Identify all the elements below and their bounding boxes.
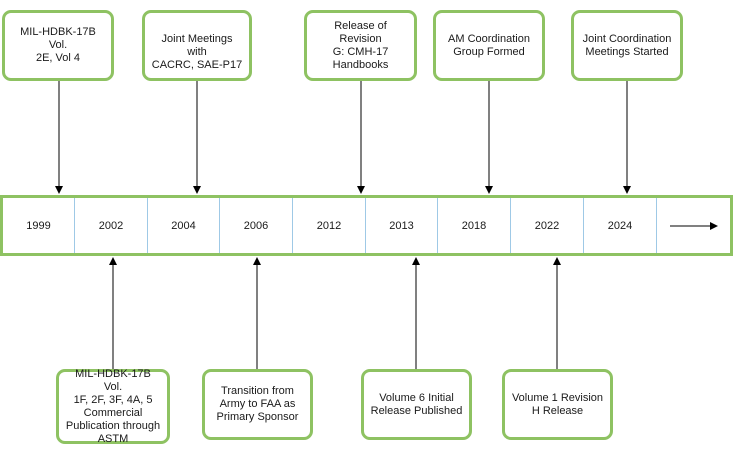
timeline-year-2012: 2012 bbox=[293, 198, 366, 253]
timeline-year-2024: 2024 bbox=[584, 198, 657, 253]
event-box-release-revision-g: Release of Revision G: CMH-17 Handbooks bbox=[304, 10, 417, 81]
event-box-joint-meetings: Joint Meetings with CACRC, SAE-P17 bbox=[142, 10, 252, 81]
right-arrow-icon bbox=[669, 221, 718, 230]
timeline-end-cell bbox=[657, 198, 730, 253]
timeline-bar: 1999 2002 2004 2006 2012 2013 2018 2022 … bbox=[0, 195, 733, 256]
event-box-volume-6-initial: Volume 6 Initial Release Published bbox=[361, 369, 472, 440]
timeline-year-2006: 2006 bbox=[220, 198, 293, 253]
timeline-year-2002: 2002 bbox=[75, 198, 148, 253]
event-box-mil-hdbk-17b-commercial: MIL-HDBK-17B Vol. 1F, 2F, 3F, 4A, 5 Comm… bbox=[56, 368, 170, 445]
event-box-joint-coordination: Joint Coordination Meetings Started bbox=[571, 10, 683, 81]
event-box-mil-hdbk-17b-vol-2e: MIL-HDBK-17B Vol. 2E, Vol 4 bbox=[2, 10, 114, 81]
timeline-year-2018: 2018 bbox=[438, 198, 511, 253]
event-box-am-coordination: AM Coordination Group Formed bbox=[433, 10, 545, 81]
timeline-year-1999: 1999 bbox=[3, 198, 75, 253]
event-box-volume-1-revision-h: Volume 1 Revision H Release bbox=[502, 369, 613, 440]
timeline-year-2013: 2013 bbox=[366, 198, 438, 253]
timeline-year-2004: 2004 bbox=[148, 198, 220, 253]
event-box-transition-army-faa: Transition from Army to FAA as Primary S… bbox=[202, 369, 313, 440]
timeline-year-2022: 2022 bbox=[511, 198, 584, 253]
